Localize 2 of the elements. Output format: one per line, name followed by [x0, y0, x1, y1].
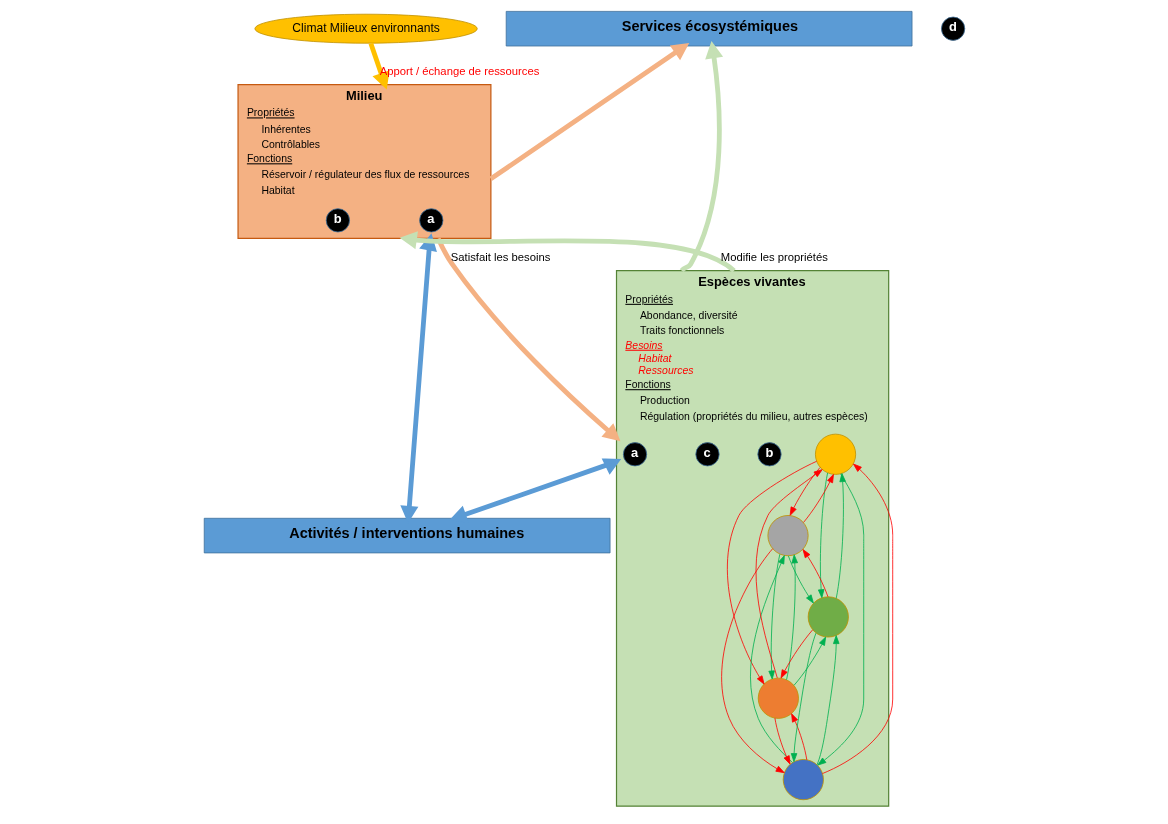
- edge-label: Modifie les propriétés: [720, 251, 828, 264]
- edge-label: Satisfait les besoins: [450, 251, 550, 264]
